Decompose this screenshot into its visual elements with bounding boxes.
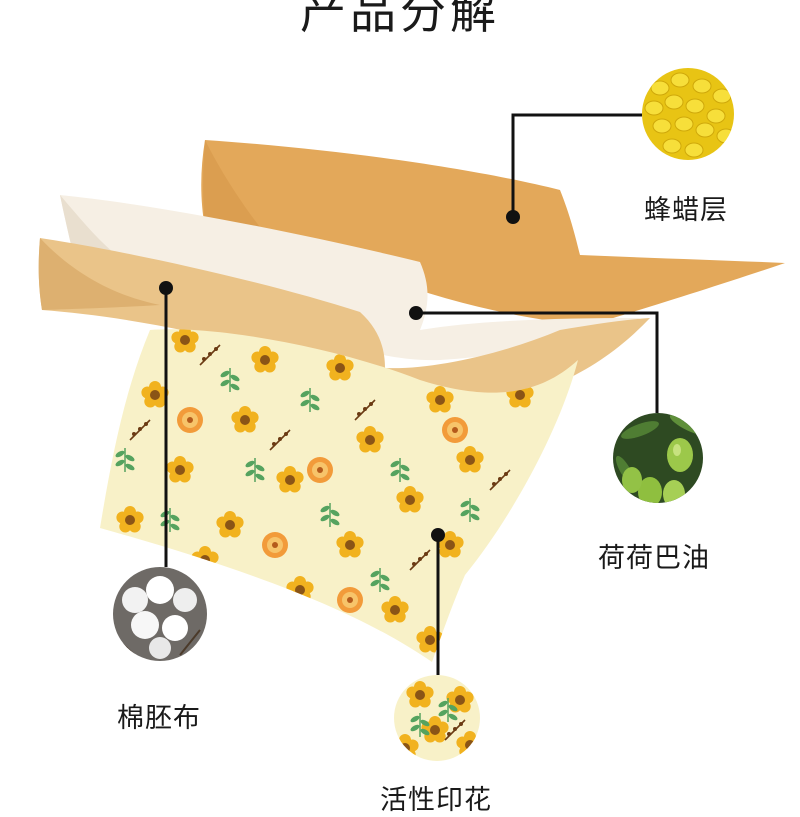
print-marker (431, 528, 445, 542)
beeswax-label: 蜂蜡层 (644, 188, 728, 227)
cotton-thumbnail (110, 565, 210, 665)
beeswax-thumbnail (640, 66, 740, 166)
jojoba-label: 荷荷巴油 (598, 536, 710, 575)
jojoba-thumbnail (610, 410, 712, 510)
jojoba-marker (409, 306, 423, 320)
print-label: 活性印花 (380, 778, 492, 817)
beeswax-marker (506, 210, 520, 224)
cotton-marker (159, 281, 173, 295)
cotton-label: 棉胚布 (117, 696, 201, 735)
product-layers-diagram (0, 0, 800, 800)
print-thumbnail (390, 672, 490, 772)
